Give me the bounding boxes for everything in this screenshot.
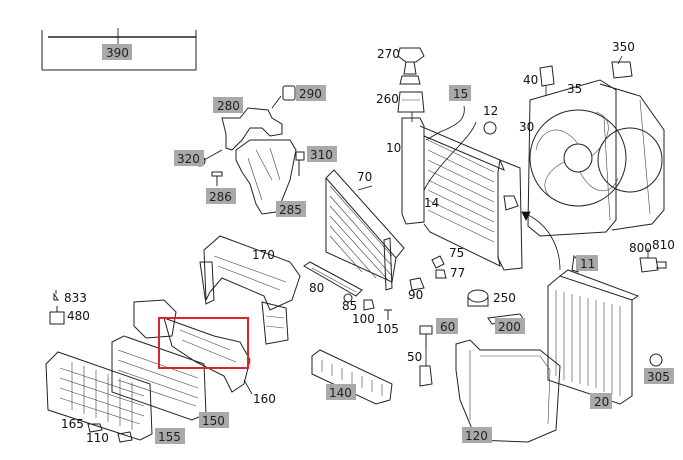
label-800[interactable]: 800 (629, 241, 652, 255)
air-guide (133, 299, 253, 395)
label-810[interactable]: 810 (652, 238, 675, 252)
label-290[interactable]: 290 (299, 87, 322, 101)
label-165[interactable]: 165 (61, 417, 84, 431)
label-150[interactable]: 150 (202, 414, 225, 428)
label-77[interactable]: 77 (450, 266, 465, 280)
label-70[interactable]: 70 (357, 170, 372, 184)
label-105[interactable]: 105 (376, 322, 399, 336)
label-350[interactable]: 350 (612, 40, 635, 54)
label-80[interactable]: 80 (309, 281, 324, 295)
label-480[interactable]: 480 (67, 309, 90, 323)
label-14[interactable]: 14 (424, 196, 439, 210)
highlighted-labels: 390 280 290 15 320 310 286 285 11 60 200… (102, 44, 674, 444)
label-260[interactable]: 260 (376, 92, 399, 106)
label-30[interactable]: 30 (519, 120, 534, 134)
label-40[interactable]: 40 (523, 73, 538, 87)
valve-stack (397, 47, 425, 122)
radiator (401, 105, 523, 271)
intercooler (547, 269, 663, 405)
label-120[interactable]: 120 (465, 429, 488, 443)
label-35[interactable]: 35 (567, 82, 582, 96)
label-270[interactable]: 270 (377, 47, 400, 61)
label-75[interactable]: 75 (449, 246, 464, 260)
drier-bottle (303, 261, 392, 320)
small-parts (409, 255, 525, 325)
label-160[interactable]: 160 (253, 392, 276, 406)
label-11[interactable]: 11 (580, 257, 595, 271)
air-duct (419, 325, 561, 443)
label-285[interactable]: 285 (279, 203, 302, 217)
label-10[interactable]: 10 (386, 141, 401, 155)
resistor-unit (639, 248, 667, 273)
lower-grille (311, 349, 393, 405)
label-170[interactable]: 170 (252, 248, 275, 262)
label-140[interactable]: 140 (329, 386, 352, 400)
label-50[interactable]: 50 (407, 350, 422, 364)
legend-icons (49, 290, 65, 325)
label-280[interactable]: 280 (217, 99, 240, 113)
label-320[interactable]: 320 (177, 152, 200, 166)
fan-assembly (527, 55, 665, 237)
label-305[interactable]: 305 (647, 370, 670, 384)
front-carrier (199, 235, 301, 345)
label-85[interactable]: 85 (342, 299, 357, 313)
label-200[interactable]: 200 (498, 320, 521, 334)
label-15[interactable]: 15 (453, 87, 468, 101)
label-20[interactable]: 20 (594, 395, 609, 409)
hose-arrow (521, 211, 581, 273)
label-90[interactable]: 90 (408, 288, 423, 302)
label-100[interactable]: 100 (352, 312, 375, 326)
label-250[interactable]: 250 (493, 291, 516, 305)
label-310[interactable]: 310 (310, 148, 333, 162)
label-60[interactable]: 60 (440, 320, 455, 334)
condenser (325, 169, 405, 291)
label-12[interactable]: 12 (483, 104, 498, 118)
label-155[interactable]: 155 (158, 430, 181, 444)
plain-labels: 270 350 40 35 260 12 30 10 70 14 170 75 … (61, 40, 675, 445)
label-833[interactable]: 833 (64, 291, 87, 305)
selection-box[interactable] (158, 317, 249, 369)
label-390[interactable]: 390 (106, 46, 129, 60)
inset-frame (41, 28, 197, 71)
label-286[interactable]: 286 (209, 190, 232, 204)
label-110[interactable]: 110 (86, 431, 109, 445)
support-bracket (194, 85, 305, 215)
